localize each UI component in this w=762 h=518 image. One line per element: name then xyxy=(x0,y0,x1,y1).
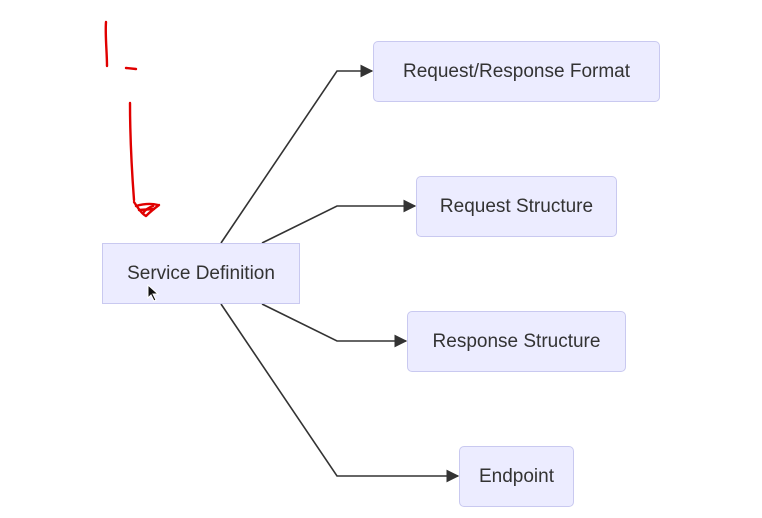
node-label: Request Structure xyxy=(439,195,594,217)
node-label: Request/Response Format xyxy=(402,60,631,82)
edge-to-response-structure xyxy=(261,303,408,348)
node-label: Service Definition xyxy=(127,262,275,284)
node-response-structure[interactable]: Response Structure xyxy=(407,311,626,372)
node-label: Endpoint xyxy=(478,465,554,487)
node-label: Response Structure xyxy=(432,330,601,352)
node-request-structure[interactable]: Request Structure xyxy=(416,176,617,237)
node-request-response-format[interactable]: Request/Response Format xyxy=(373,41,660,102)
edge-to-request-response-format xyxy=(220,64,374,244)
node-service-definition[interactable]: Service Definition xyxy=(102,243,300,304)
edge-to-request-structure xyxy=(261,199,417,244)
node-endpoint[interactable]: Endpoint xyxy=(459,446,574,507)
red-pen-arrow-icon xyxy=(104,20,161,218)
